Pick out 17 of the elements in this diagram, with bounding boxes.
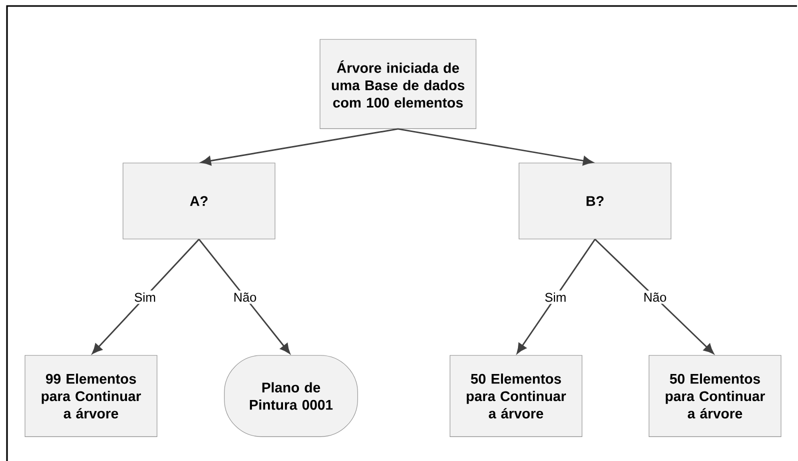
arrow — [516, 238, 596, 354]
terminal-box: Plano de Pintura 0001 — [224, 355, 358, 437]
process-box: Árvore iniciada de uma Base de dados com 100 elementos — [320, 39, 476, 129]
edge-label: Não — [231, 290, 259, 304]
process-box: A? — [122, 162, 276, 240]
process-box: 50 Elementos para Continuar a árvore — [450, 355, 582, 437]
process-box: 99 Elementos para Continuar a árvore — [24, 355, 158, 437]
edge-label: Sim — [132, 290, 158, 304]
edge-label: Sim — [542, 290, 568, 304]
arrow — [92, 238, 200, 354]
arrow — [198, 238, 290, 354]
arrow — [594, 238, 714, 354]
edge-label: Não — [641, 290, 669, 304]
arrow — [200, 128, 398, 166]
process-box: B? — [518, 162, 672, 240]
arrow — [398, 128, 594, 166]
process-box: 50 Elementos para Continuar a árvore — [648, 355, 782, 437]
